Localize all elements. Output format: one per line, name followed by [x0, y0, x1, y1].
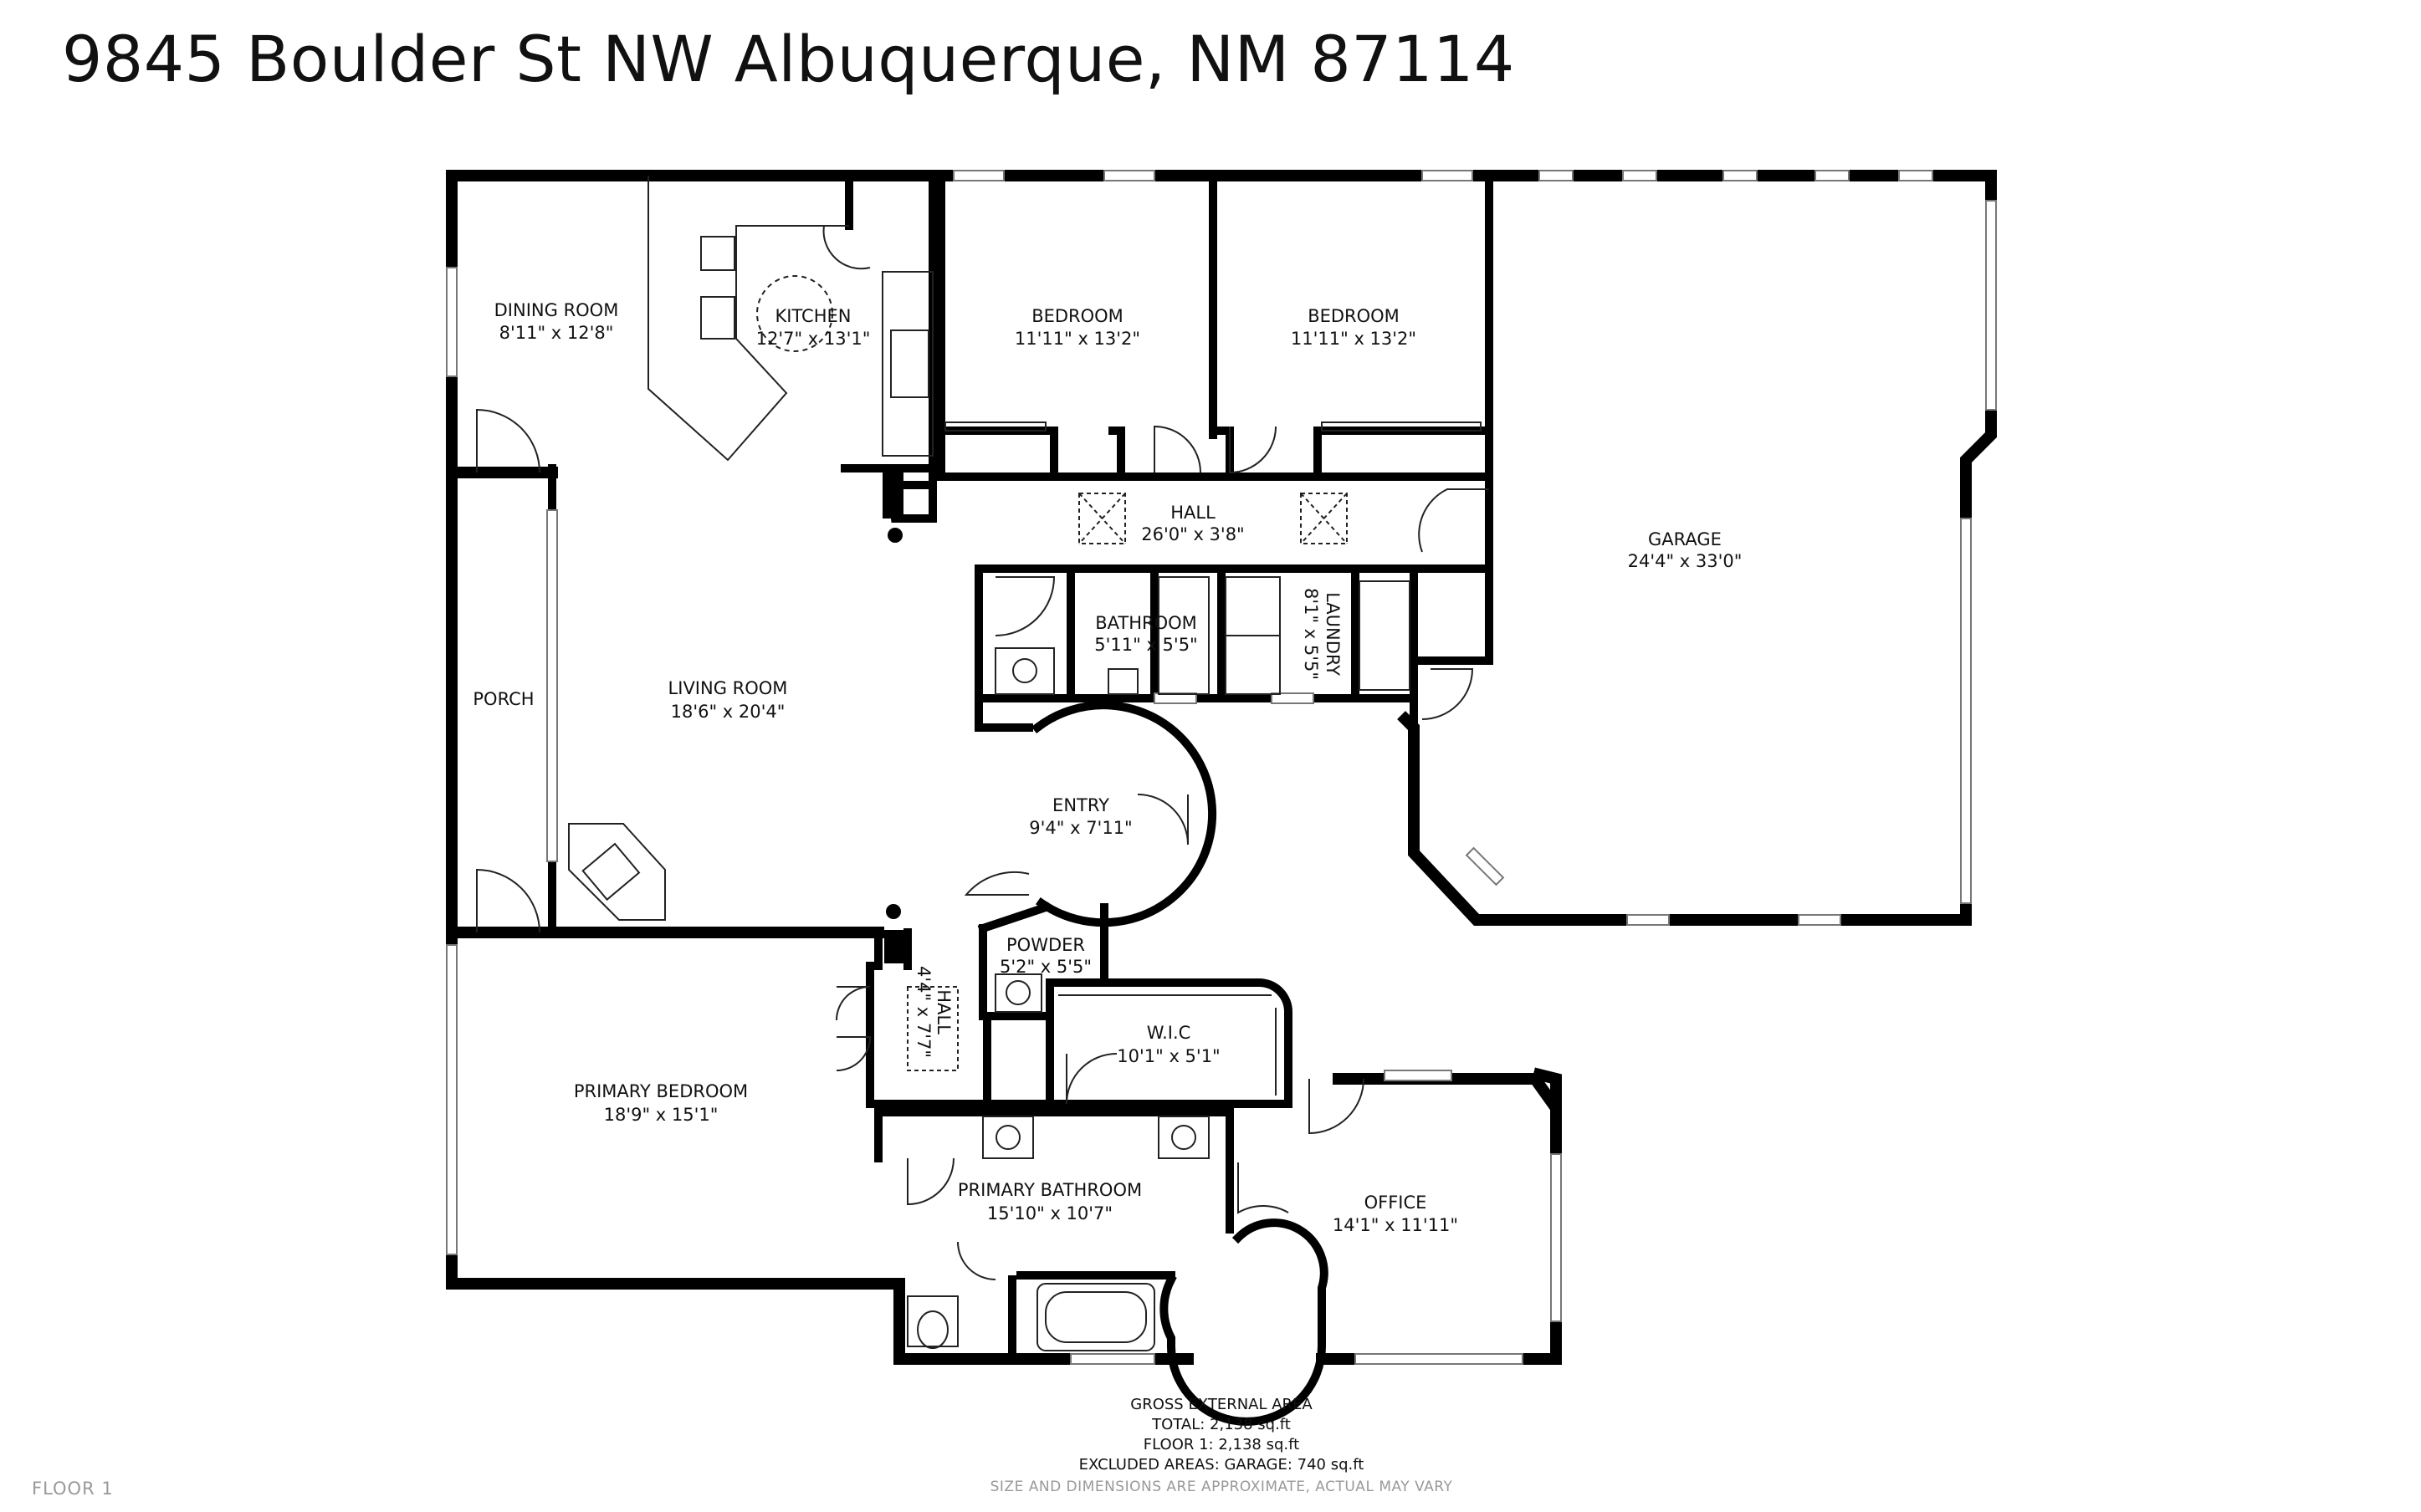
dining-room-dim: 8'11" x 12'8": [499, 323, 614, 343]
powder-dim: 5'2" x 5'5": [1000, 957, 1092, 977]
powder-name: POWDER: [1006, 935, 1085, 955]
wic-dim: 10'1" x 5'1": [1117, 1046, 1220, 1066]
gross-area-floor1: FLOOR 1: 2,138 sq.ft: [1143, 1436, 1300, 1453]
gross-area-block: GROSS EXTERNAL AREA TOTAL: 2,138 sq.ft F…: [962, 1395, 1481, 1475]
living-room-name: LIVING ROOM: [668, 678, 788, 698]
dining-room-name: DINING ROOM: [494, 300, 619, 320]
windows: [446, 170, 1997, 1365]
floor-label: FLOOR 1: [32, 1479, 114, 1499]
kitchen-dim: 12'7" x 13'1": [756, 329, 871, 349]
primary-bedroom-name: PRIMARY BEDROOM: [574, 1081, 748, 1101]
porch-name: PORCH: [473, 689, 534, 709]
disclaimer: SIZE AND DIMENSIONS ARE APPROXIMATE, ACT…: [990, 1479, 1453, 1495]
laundry-dim: 8'1" x 5'5": [1301, 588, 1321, 680]
door-swings: [476, 225, 1489, 1280]
exterior-walls: [446, 170, 1997, 1365]
office-dim: 14'1" x 11'11": [1333, 1215, 1458, 1235]
garage-name: GARAGE: [1648, 529, 1722, 549]
bedroom2-name: BEDROOM: [1308, 306, 1400, 326]
bathroom-dim: 5'11" x 5'5": [1094, 635, 1197, 655]
interior-walls: [548, 171, 1493, 1426]
primary-bathroom-name: PRIMARY BATHROOM: [958, 1180, 1142, 1200]
hall2-dim: 4'4" x 7'7": [914, 966, 934, 1058]
room-labels: DINING ROOM 8'11" x 12'8" KITCHEN 12'7" …: [473, 300, 1742, 1235]
bedroom2-dim: 11'11" x 13'2": [1291, 329, 1416, 349]
entry-dim: 9'4" x 7'11": [1029, 818, 1132, 838]
page-title: 9845 Boulder St NW Albuquerque, NM 87114: [62, 22, 1515, 96]
laundry-name: LAUNDRY: [1323, 592, 1343, 676]
fixtures: [568, 176, 1482, 1351]
hall2-name: HALL: [934, 989, 954, 1034]
garage-dim: 24'4" x 33'0": [1628, 551, 1743, 571]
office-name: OFFICE: [1364, 1193, 1427, 1213]
bathroom-name: BATHROOM: [1095, 613, 1197, 633]
entry-name: ENTRY: [1052, 795, 1109, 815]
bedroom1-dim: 11'11" x 13'2": [1015, 329, 1140, 349]
gross-area-heading: GROSS EXTERNAL AREA: [1130, 1396, 1313, 1413]
living-room-dim: 18'6" x 20'4": [671, 702, 786, 722]
hall1-dim: 26'0" x 3'8": [1141, 524, 1244, 544]
primary-bathroom-dim: 15'10" x 10'7": [987, 1203, 1113, 1223]
gross-area-total: TOTAL: 2,138 sq.ft: [1152, 1416, 1291, 1433]
bedroom1-name: BEDROOM: [1031, 306, 1123, 326]
wic-name: W.I.C: [1147, 1023, 1191, 1043]
gross-area-excluded: EXCLUDED AREAS: GARAGE: 740 sq.ft: [1078, 1456, 1364, 1474]
primary-bedroom-dim: 18'9" x 15'1": [604, 1105, 719, 1125]
hall1-name: HALL: [1170, 503, 1216, 523]
kitchen-name: KITCHEN: [775, 306, 852, 326]
